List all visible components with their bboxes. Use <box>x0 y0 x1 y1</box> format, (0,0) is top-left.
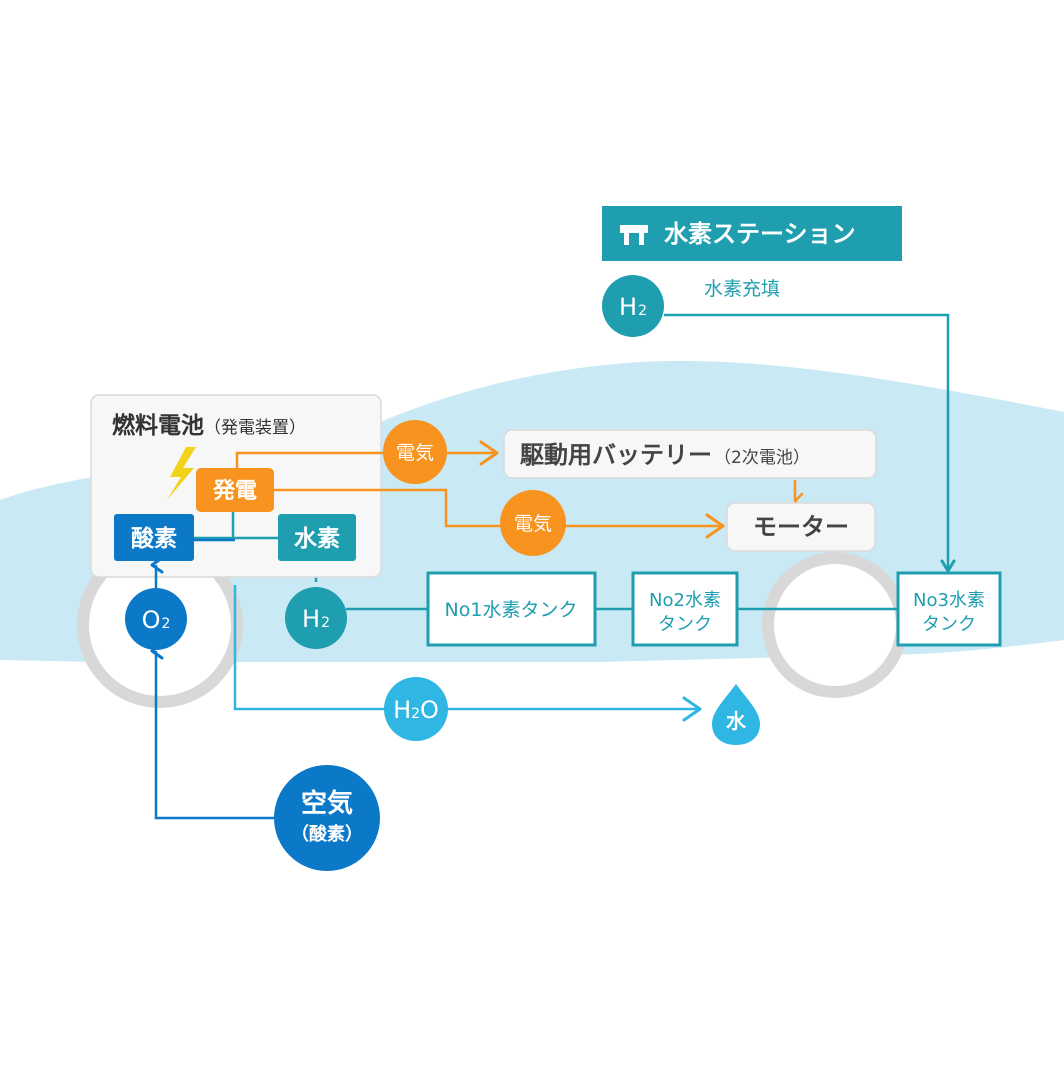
lightning-icon <box>167 447 196 500</box>
h2-tank-label: H2 <box>302 605 330 633</box>
water-label: 水 <box>726 709 747 733</box>
station-icon <box>620 225 648 245</box>
tank-no2 <box>631 571 739 647</box>
battery-label: 駆動用バッテリー（2次電池） <box>520 441 810 469</box>
station-h2-node <box>602 275 664 337</box>
tank-no2-label-line2: タンク <box>658 614 712 635</box>
fuel-cell-title: 燃料電池（発電装置） <box>112 412 306 439</box>
battery-box <box>503 429 877 479</box>
hydrogen-label: 水素 <box>294 525 340 552</box>
electricity-node-2 <box>500 490 566 556</box>
air-to-o2-line <box>150 642 277 820</box>
o2-node <box>125 588 187 650</box>
tank-no3-label-line1: No3水素 <box>913 590 985 611</box>
tank-no2-label-line1: No2水素 <box>649 590 721 611</box>
station-h2-label: H2 <box>619 293 647 321</box>
hydrogen-box <box>278 514 356 561</box>
electricity-node-1 <box>383 420 447 484</box>
electricity-label-2: 電気 <box>514 513 552 535</box>
electricity-label-1: 電気 <box>396 442 434 464</box>
motor-box <box>726 502 876 552</box>
hydrogen-filling-label: 水素充填 <box>704 278 780 300</box>
o2-label: O2 <box>142 606 171 634</box>
generation-label: 発電 <box>212 479 257 504</box>
generation-box <box>196 468 274 512</box>
oxygen-box <box>114 514 194 561</box>
air-node <box>274 765 380 871</box>
h2o-label: H2O <box>393 696 439 724</box>
h2-tank-node <box>285 587 347 649</box>
electricity-to-motor-line <box>272 488 725 539</box>
water-output-line <box>233 585 702 722</box>
tank-no1-label: No1水素タンク <box>445 599 578 621</box>
air-label-line2: （酸素） <box>291 823 363 845</box>
oxygen-label: 酸素 <box>131 525 177 552</box>
h2o-node <box>384 677 448 741</box>
hydrogen-station-label: 水素ステーション <box>664 220 856 248</box>
tank-no3-label-line2: タンク <box>922 614 976 635</box>
hydrogen-station-badge <box>602 206 902 261</box>
air-label-line1: 空気 <box>301 788 353 819</box>
motor-label: モーター <box>753 513 849 541</box>
station-to-no3-line <box>664 313 956 573</box>
front-wheel <box>762 552 908 698</box>
tank-no3 <box>896 571 1002 647</box>
water-drop-icon <box>712 684 760 745</box>
tank-no1 <box>426 571 597 647</box>
